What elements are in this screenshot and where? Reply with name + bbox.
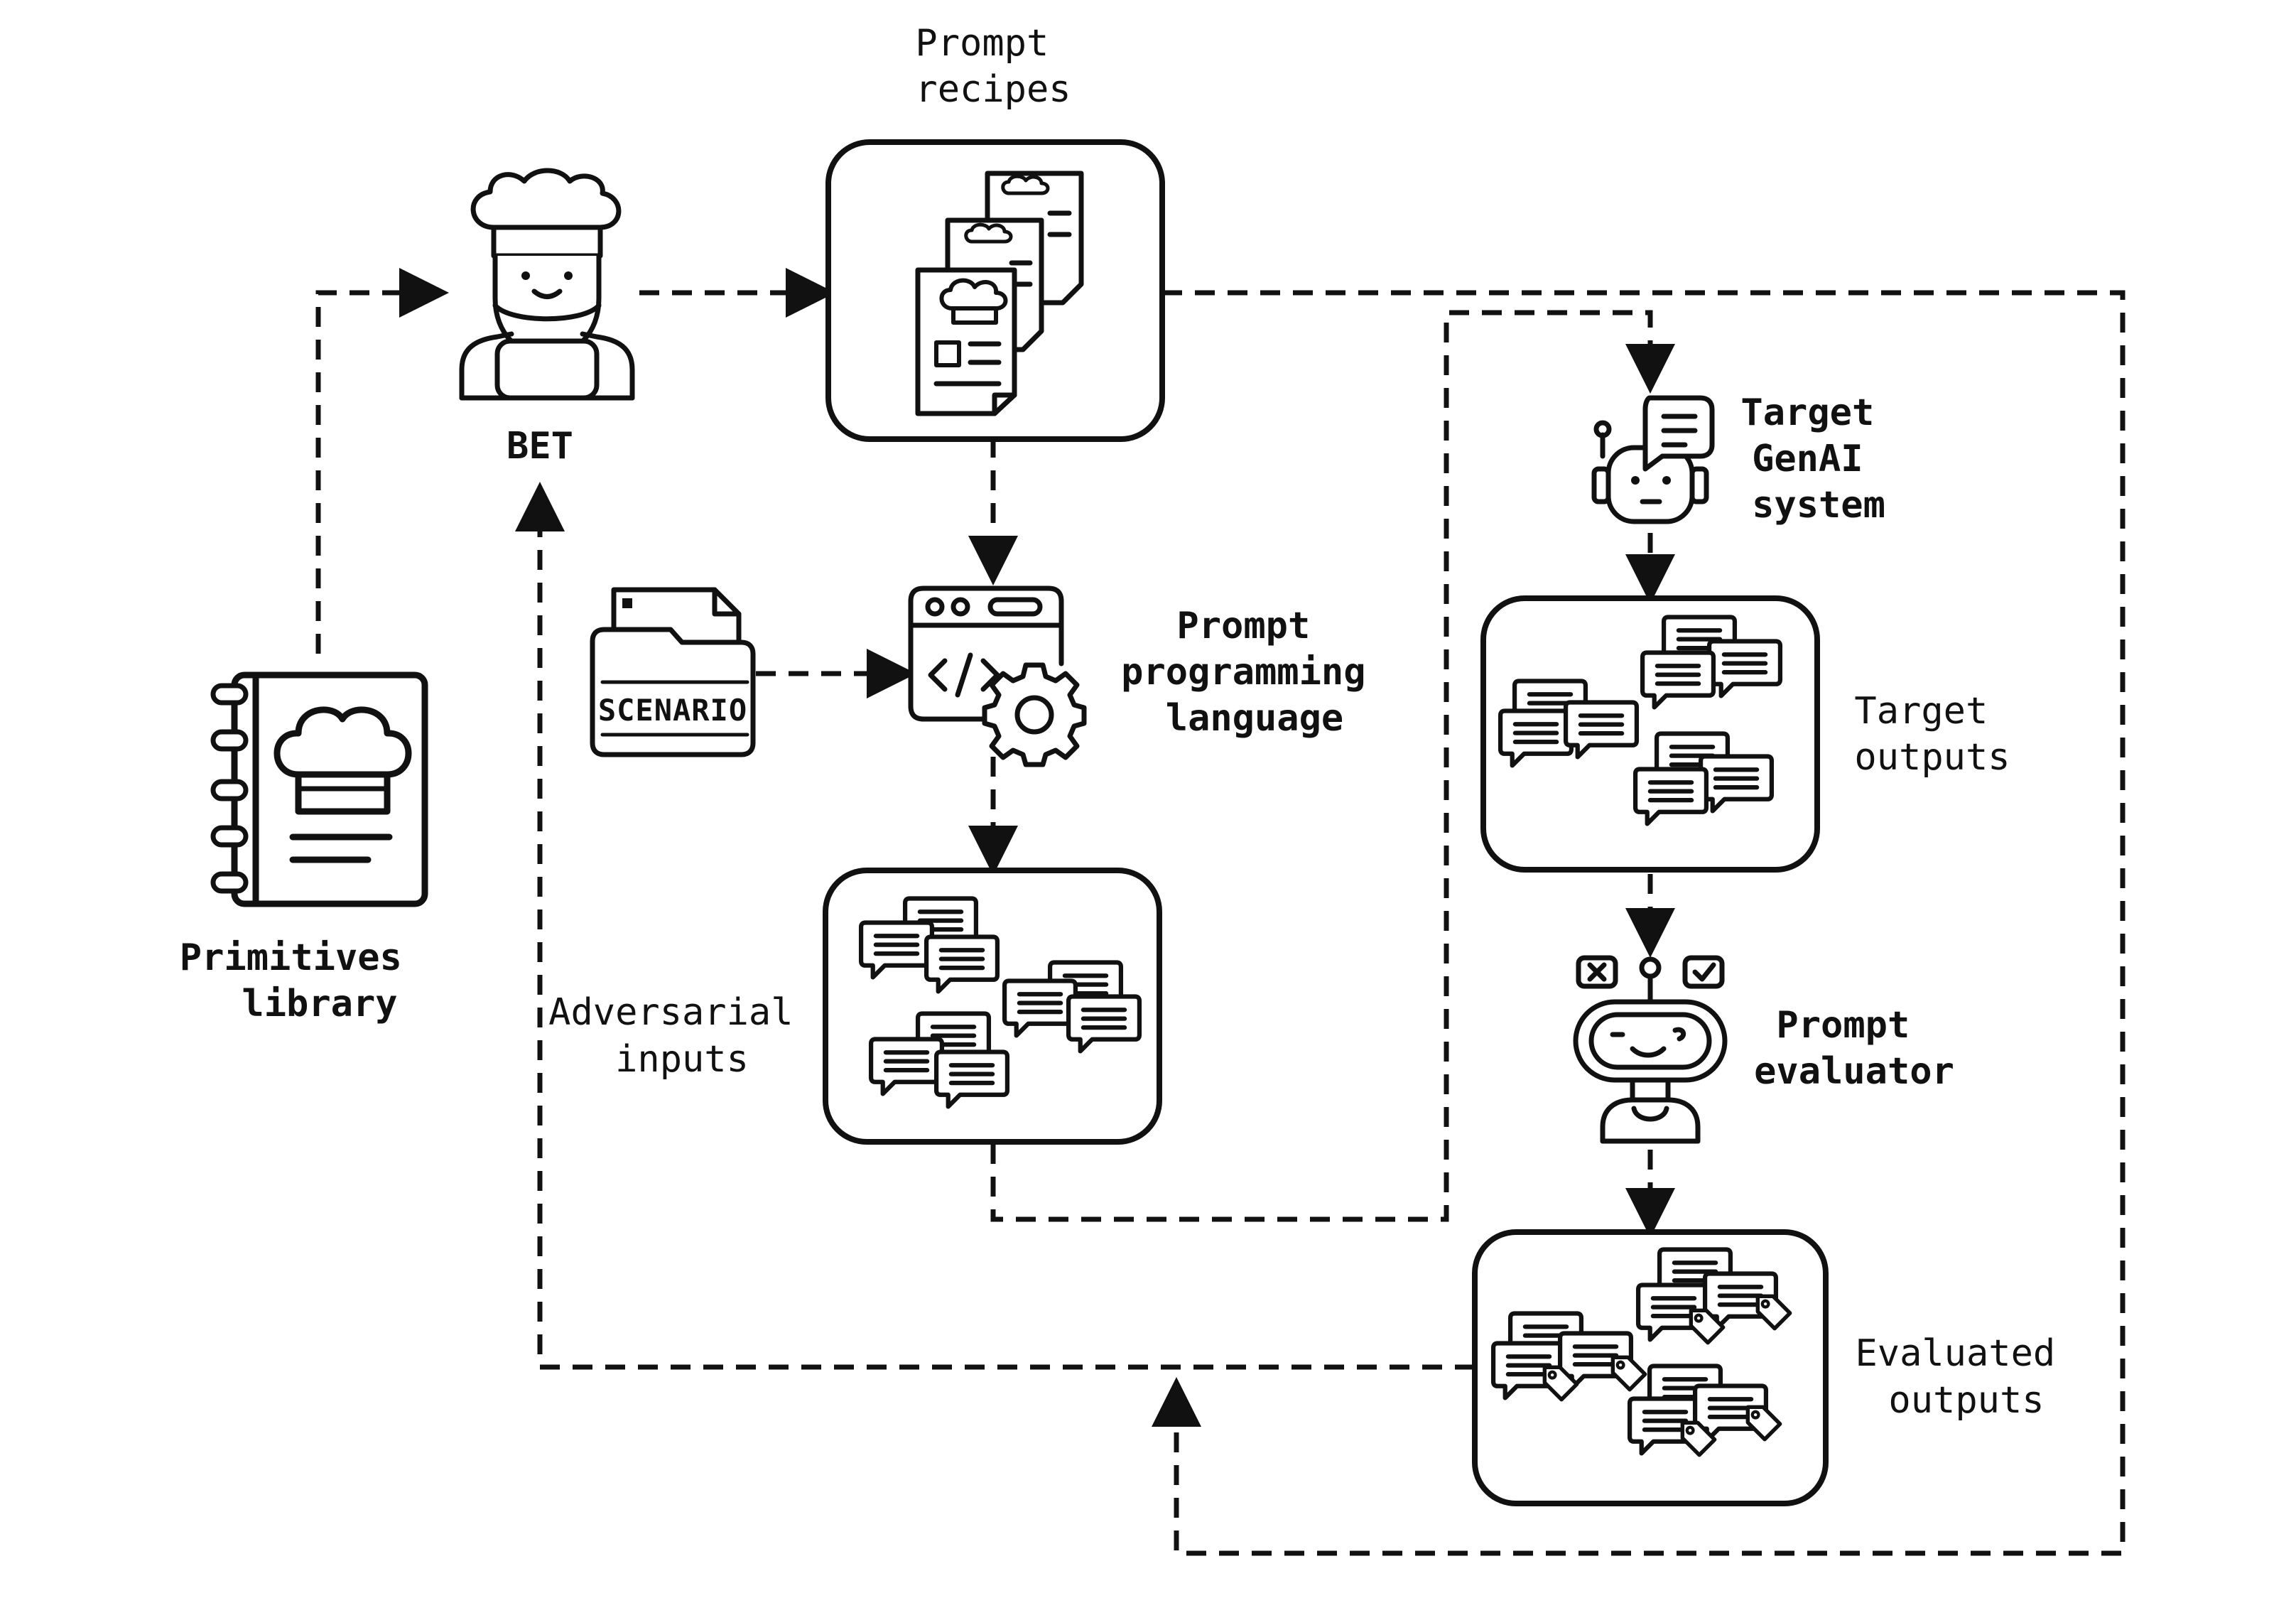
evaluated-outputs-label-line2: outputs (1888, 1379, 2044, 1422)
prompt-recipes-label: Prompt recipes (915, 22, 1071, 111)
prompt-evaluator-label-line1: Prompt (1776, 1004, 1910, 1047)
ppl-label-line1: Prompt (1176, 605, 1310, 647)
target-genai-label-line3: system (1752, 484, 1885, 527)
primitives-library-label-line1: Primitives (180, 936, 402, 979)
adversarial-inputs-label: Adversarial inputs (548, 991, 816, 1081)
connectors (315, 268, 2126, 1556)
bet-label: BET (507, 425, 573, 468)
edge-library-to-bet (315, 268, 449, 654)
adversarial-inputs-label-line1: Adversarial (548, 991, 793, 1034)
scenario-folder-icon: SCENARIO (590, 587, 756, 757)
chat-robot-icon (1591, 395, 1715, 524)
chef-icon (459, 168, 635, 401)
primitives-library-label-line2: library (242, 983, 397, 1025)
prompt-recipes-label-line2: recipes (915, 68, 1071, 111)
code-window-gear-icon (908, 585, 1087, 767)
prompt-evaluator-label-line2: evaluator (1754, 1050, 1954, 1093)
ppl-label-line3: language (1166, 697, 1343, 740)
adversarial-inputs-label-line2: inputs (615, 1038, 749, 1081)
target-outputs-label-line2: outputs (1854, 736, 2010, 779)
target-genai-label-line2: GenAI (1752, 438, 1863, 480)
edge-recipes-to-evaluated (1152, 290, 2126, 1556)
evaluator-robot-icon (1573, 955, 1728, 1144)
prompt-programming-language-label: Prompt programming language (1121, 605, 1388, 740)
target-outputs-label: Target outputs (1854, 690, 2010, 779)
target-genai-label-line1: Target (1740, 392, 1874, 434)
target-genai-system-label: Target GenAI system (1740, 392, 1896, 527)
prompt-evaluator-label: Prompt evaluator (1754, 1004, 1954, 1093)
target-outputs-label-line1: Target (1854, 690, 1988, 733)
ppl-label-line2: programming (1121, 651, 1365, 693)
evaluated-outputs-label-line1: Evaluated (1855, 1332, 2055, 1375)
prompt-recipes-label-line1: Prompt (915, 22, 1049, 65)
recipe-book-icon (210, 671, 428, 907)
edge-evaluated-to-bet (515, 482, 1475, 1370)
primitives-library-label: Primitives library (180, 936, 424, 1025)
edge-adversarial-to-target (990, 310, 1675, 1222)
recipe-documents-icon (915, 171, 1084, 416)
evaluated-outputs-label: Evaluated outputs (1855, 1332, 2077, 1422)
scenario-folder-text: SCENARIO (598, 693, 747, 728)
bet-label-line1: BET (507, 425, 573, 468)
